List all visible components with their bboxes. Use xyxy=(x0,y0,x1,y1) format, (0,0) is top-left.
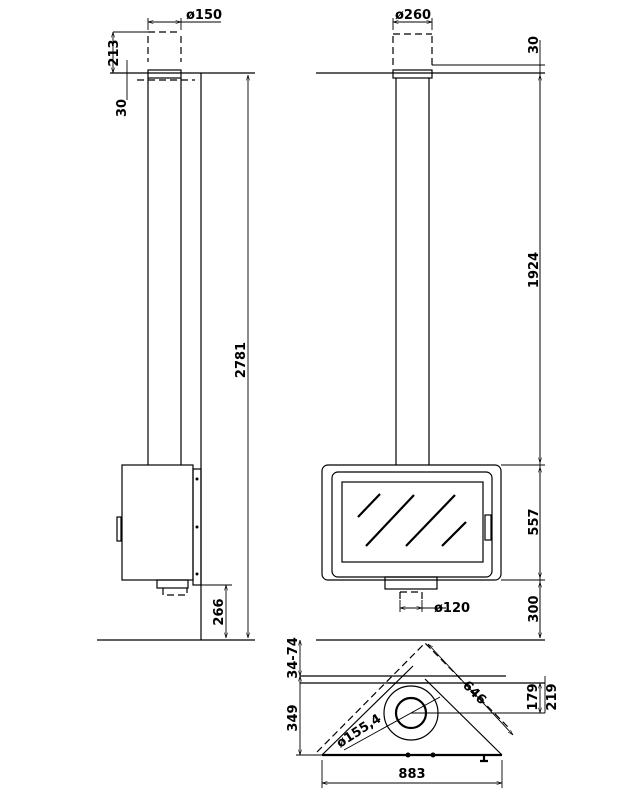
air-inlet-box xyxy=(384,576,438,590)
side-collar-label: 30 xyxy=(115,99,130,117)
top-width-label: 883 xyxy=(398,767,425,782)
front-collar-label: 30 xyxy=(527,36,542,54)
side-top-offset-label: 213 xyxy=(107,39,122,66)
front-air-inlet-label: ø120 xyxy=(434,601,470,616)
front-pipe-length-label: 1924 xyxy=(527,252,542,288)
front-view: ø120 ø260 30 1924 557 300 xyxy=(316,8,545,641)
top-center-offset-label: 179 xyxy=(526,683,541,710)
glass-window xyxy=(341,481,484,563)
top-depth-label: 349 xyxy=(286,704,301,731)
top-flue-diameter-label: ø155,4 xyxy=(334,712,384,752)
wall-bracket xyxy=(192,468,202,586)
door-frame xyxy=(331,471,493,578)
stove-body-side xyxy=(121,464,194,581)
side-floor-clearance-label: 266 xyxy=(212,598,227,625)
side-flue-diameter-label: ø150 xyxy=(186,8,222,23)
flue-collar xyxy=(392,69,433,79)
front-flue-diameter-label: ø260 xyxy=(395,8,431,23)
top-wall-gap-label: 34-74 xyxy=(286,637,301,679)
stove-body-front xyxy=(321,464,502,581)
flue-hidden xyxy=(137,31,195,81)
door-handle xyxy=(116,516,122,542)
top-view: ø155,4 646 883 34-74 349 179 219 xyxy=(286,637,560,788)
side-total-height-label: 2781 xyxy=(234,342,249,378)
flue-collar xyxy=(147,69,182,79)
side-view: ø150 213 30 2781 266 xyxy=(97,8,255,641)
front-floor-clearance-label: 300 xyxy=(527,595,542,622)
front-stove-height-label: 557 xyxy=(527,508,542,535)
door-handle xyxy=(484,514,492,541)
top-center-offset-total-label: 219 xyxy=(545,683,560,710)
pedestal xyxy=(156,579,189,589)
